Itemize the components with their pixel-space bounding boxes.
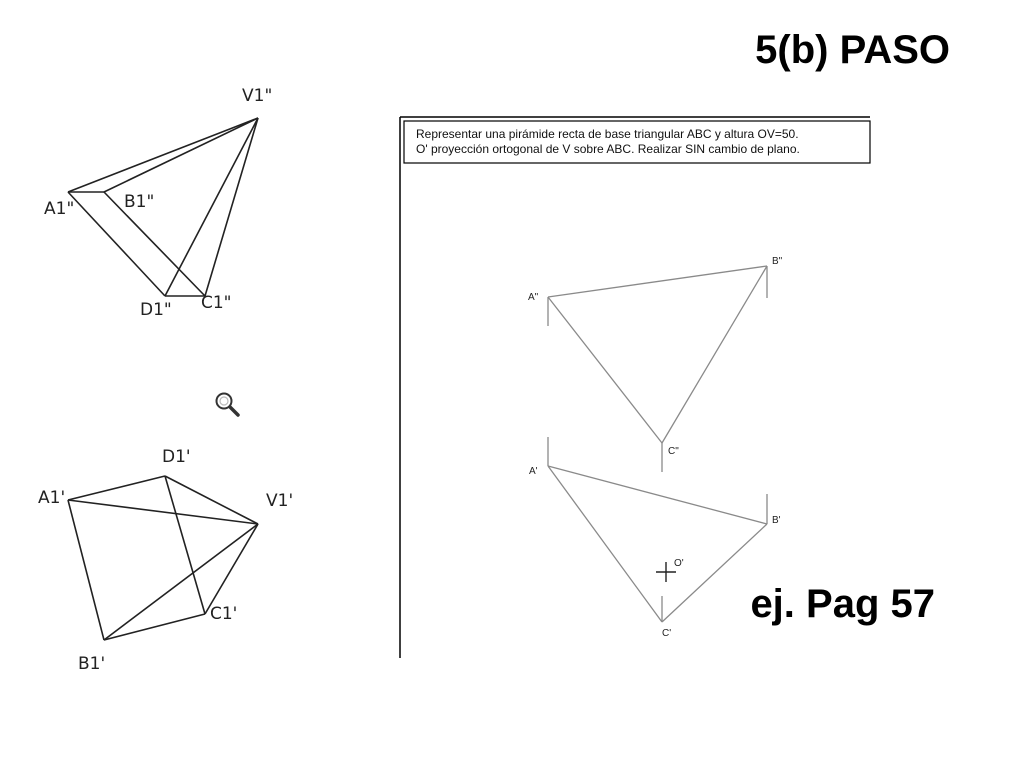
cad-label-a-plan: A' xyxy=(529,466,538,477)
edge-a1-v1-plan xyxy=(67,499,259,525)
cad-label-o-plan: O' xyxy=(674,558,684,569)
statement-line-2: O' proyección ortogonal de V sobre ABC. … xyxy=(416,142,800,156)
cad-point-o xyxy=(656,562,676,582)
edge-b1-c1 xyxy=(103,191,206,297)
cad-edge-bc-plan xyxy=(661,523,768,623)
cad-elevation xyxy=(547,265,768,472)
label-d1-elev: D1" xyxy=(140,300,172,320)
label-a1-plan: A1' xyxy=(38,488,65,508)
statement-line-1: Representar una pirámide recta de base t… xyxy=(416,127,799,141)
cad-edge-ac-plan xyxy=(547,465,663,623)
label-c1-elev: C1" xyxy=(201,293,232,313)
edge-b1-v1 xyxy=(103,117,259,193)
cad-frame xyxy=(399,116,870,658)
statement-box xyxy=(403,120,871,164)
cad-label-c-elev: C" xyxy=(668,446,679,457)
cad-label-b-plan: B' xyxy=(772,515,781,526)
edge-a1-b1-plan xyxy=(67,499,105,641)
cad-edge-ab-plan xyxy=(547,465,768,525)
cad-plan xyxy=(547,437,768,623)
edge-d1-v1 xyxy=(164,117,259,297)
cad-edge-ab-elev xyxy=(547,265,768,298)
edge-b1-c1-plan xyxy=(103,613,206,641)
label-d1-plan: D1' xyxy=(162,447,191,467)
label-v1-elev: V1" xyxy=(242,86,272,106)
cad-edge-ac-elev xyxy=(547,296,663,444)
edge-a1-d1-plan xyxy=(67,475,166,501)
magnifier-icon[interactable] xyxy=(215,392,240,417)
label-a1-elev: A1" xyxy=(44,199,74,219)
sketch-elevation xyxy=(67,117,259,297)
cad-label-b-elev: B" xyxy=(772,256,783,267)
label-v1-plan: V1' xyxy=(266,491,293,511)
cad-label-c-plan: C' xyxy=(662,628,671,639)
edge-c1-v1-plan xyxy=(204,523,259,615)
label-b1-plan: B1' xyxy=(78,654,105,674)
label-b1-elev: B1" xyxy=(124,192,154,212)
edge-d1-v1-plan xyxy=(164,475,259,525)
edge-a1-d1 xyxy=(67,191,166,297)
edge-a1-v1 xyxy=(67,117,259,193)
sketch-plan xyxy=(67,475,259,641)
edge-b1-v1-plan xyxy=(103,523,259,641)
slide-title: 5(b) PASO xyxy=(755,28,950,72)
page-reference: ej. Pag 57 xyxy=(750,582,935,626)
cad-label-a-elev: A" xyxy=(528,292,539,303)
edge-d1-c1-plan xyxy=(164,475,206,615)
label-c1-plan: C1' xyxy=(210,604,237,624)
edge-c1-v1 xyxy=(204,117,259,297)
cad-edge-bc-elev xyxy=(661,265,768,444)
